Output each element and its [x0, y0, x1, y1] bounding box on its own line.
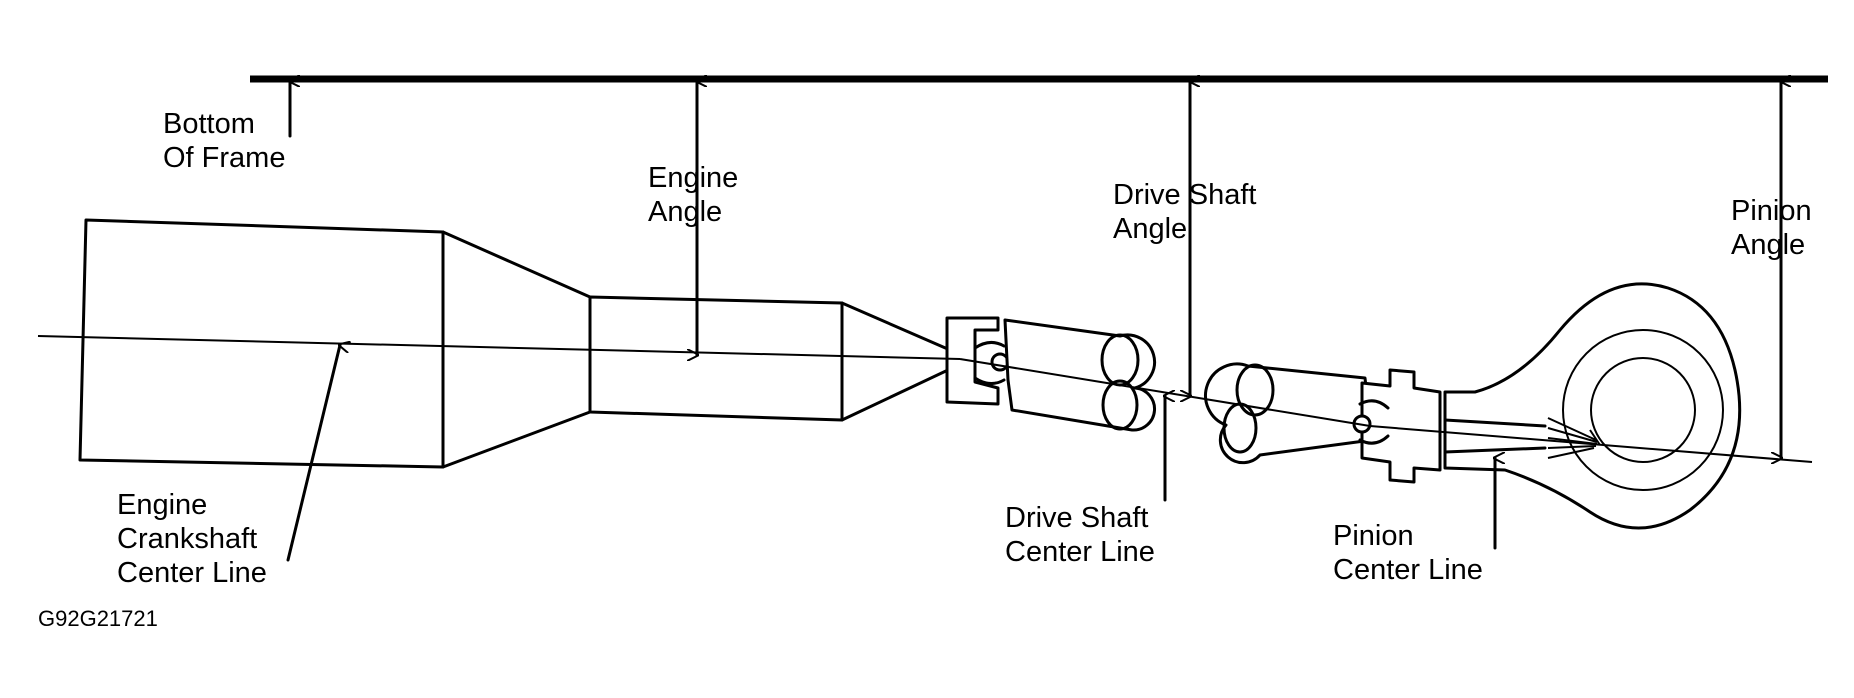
- pinion-center-line: [1369, 425, 1813, 463]
- engine-assembly: [78, 218, 952, 469]
- figure-code: G92G21721: [38, 606, 158, 631]
- differential-housing: [1443, 282, 1742, 530]
- drive-shaft-front: [1003, 318, 1157, 432]
- engine-crankshaft-center-line: [37, 335, 961, 360]
- crankshaft-leader-arrow: [286, 345, 340, 562]
- rear-u-joint: [1352, 368, 1442, 484]
